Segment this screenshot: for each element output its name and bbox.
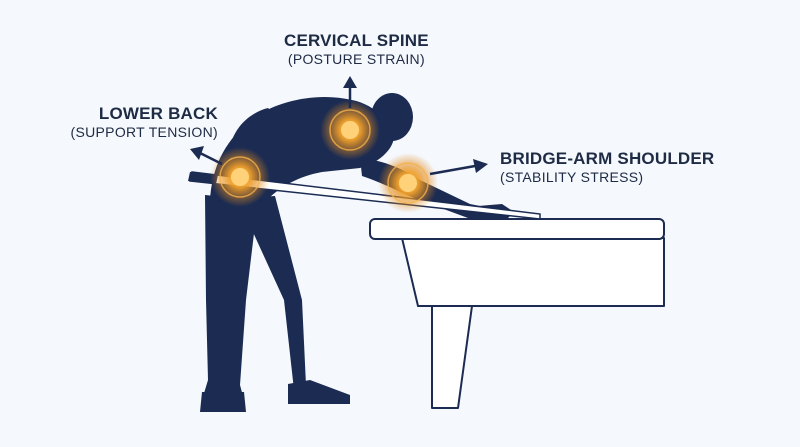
left-shoe [200, 392, 246, 412]
table-body [401, 237, 665, 307]
right-leg [240, 196, 306, 390]
label-lower-back-subtitle: (SUPPORT TENSION) [70, 123, 218, 140]
hotspot-lower-back [210, 147, 270, 207]
label-bridge-title: BRIDGE-ARM SHOULDER [500, 149, 715, 168]
arrow-up-icon [343, 76, 357, 108]
hotspot-bridge-shoulder [378, 153, 438, 213]
label-bridge-arm-shoulder: BRIDGE-ARM SHOULDER (STABILITY STRESS) [500, 149, 714, 185]
label-cervical-subtitle: (POSTURE STRAIN) [287, 50, 425, 67]
hotspot-cervical [320, 100, 380, 160]
pool-table [369, 218, 665, 409]
label-lower-back-title: LOWER BACK [98, 104, 218, 123]
arrow-right-icon [429, 159, 488, 176]
table-leg [431, 305, 473, 409]
label-lower-back: LOWER BACK (SUPPORT TENSION) [58, 104, 218, 140]
right-shoe [288, 380, 350, 404]
label-cervical-spine: CERVICAL SPINE (POSTURE STRAIN) [284, 31, 429, 67]
arrow-left-icon [190, 146, 223, 166]
left-leg [202, 195, 258, 400]
table-rail [369, 218, 665, 240]
label-cervical-title: CERVICAL SPINE [284, 31, 429, 50]
label-bridge-subtitle: (STABILITY STRESS) [500, 168, 644, 185]
